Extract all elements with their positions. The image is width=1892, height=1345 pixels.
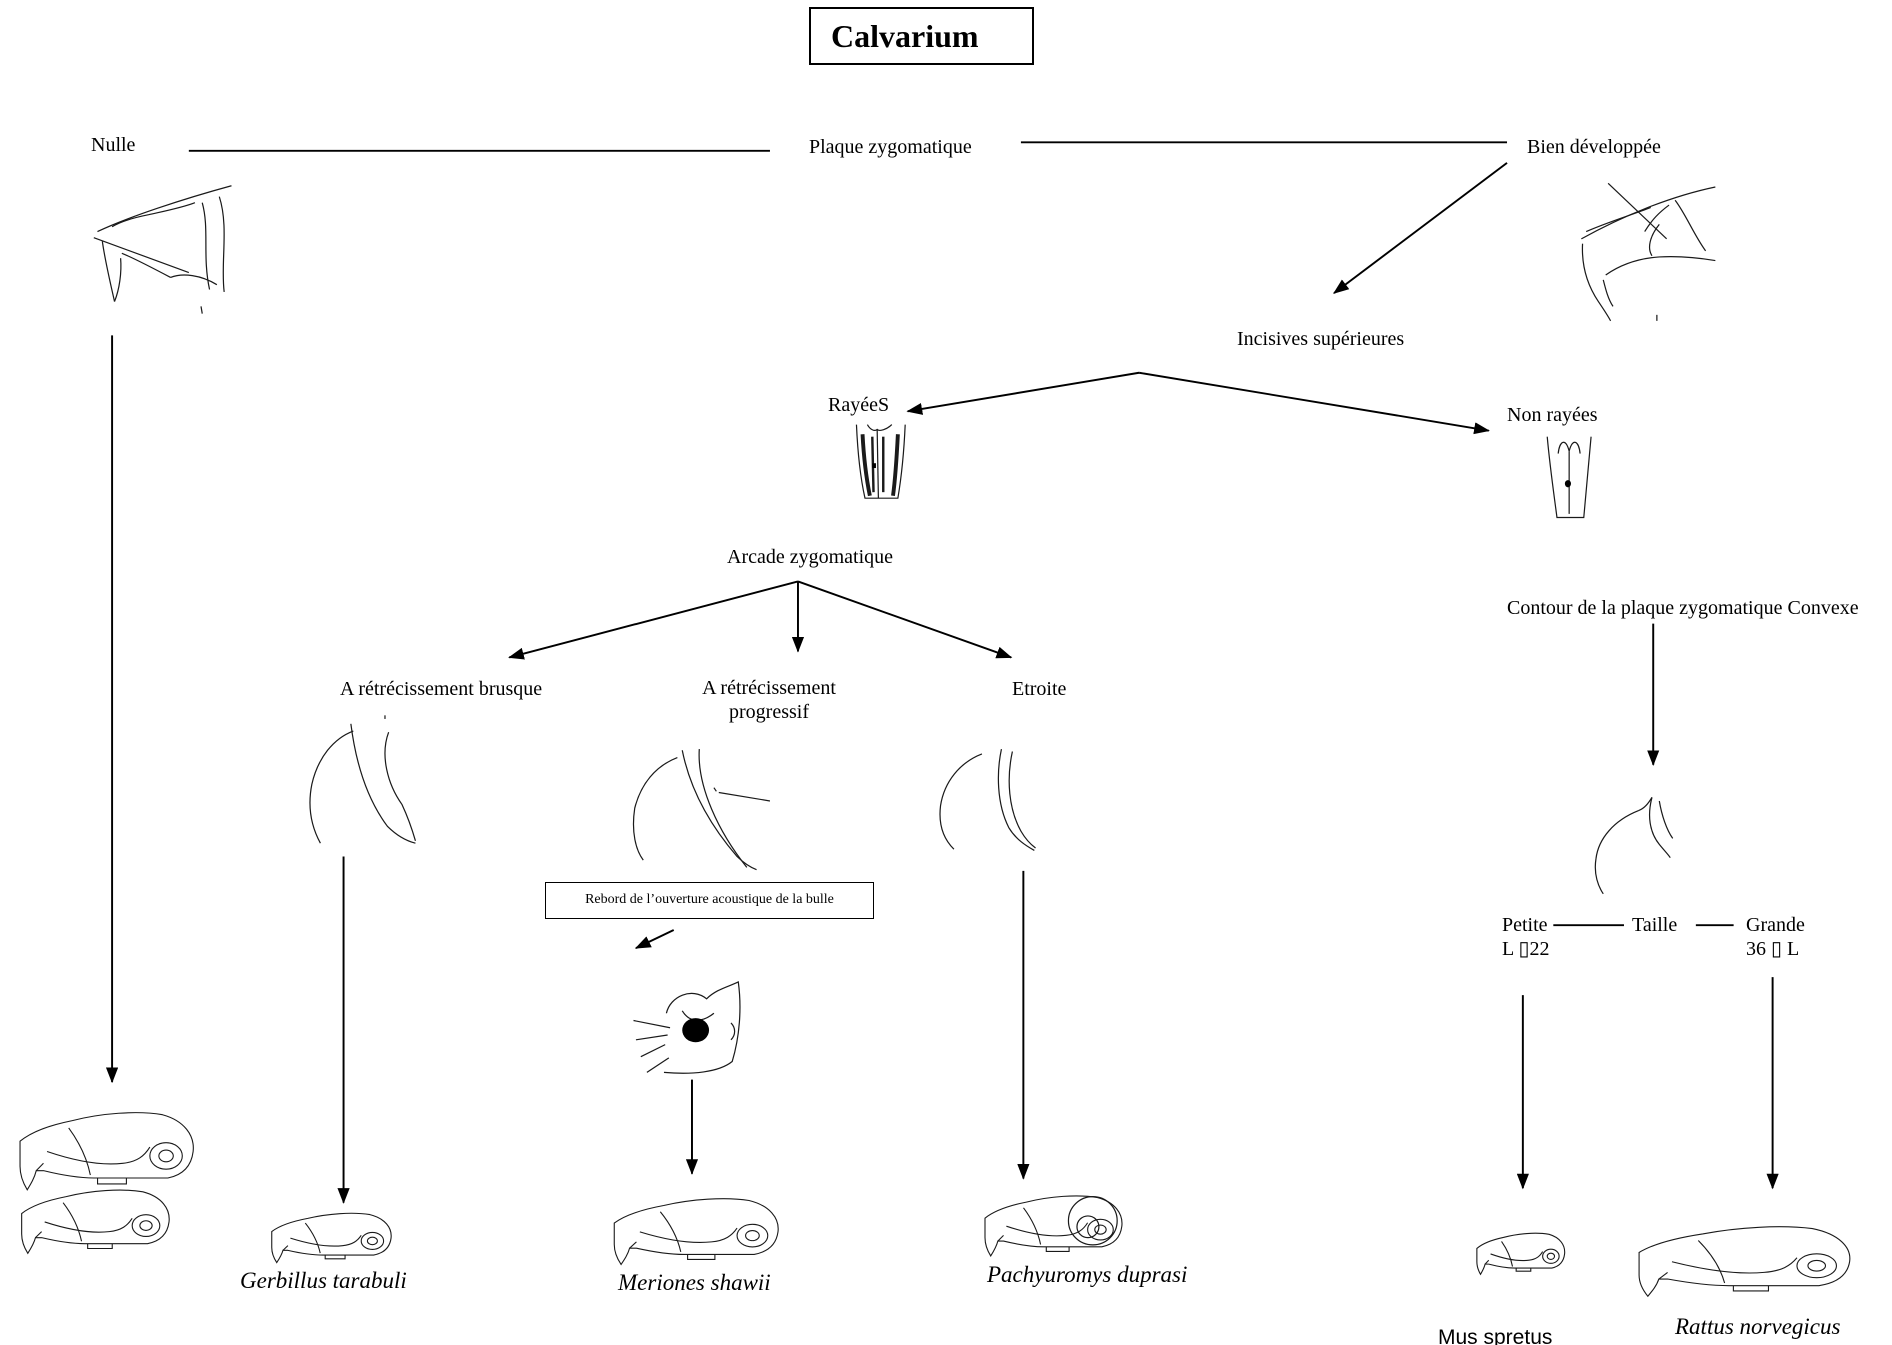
- label-petite-range: L ▯22: [1502, 938, 1550, 960]
- label-retrecissement-progressif-line2: progressif: [729, 701, 809, 723]
- species-label-meriones: Meriones shawii: [618, 1270, 771, 1295]
- skull-meriones-shawii: [613, 1197, 780, 1266]
- skull-pachyuromys-duprasi: [984, 1195, 1123, 1257]
- label-nulle: Nulle: [91, 134, 136, 156]
- arrow-to-etroite: [797, 580, 1013, 659]
- species-label-gerbillus: Gerbillus tarabuli: [240, 1268, 407, 1293]
- label-bien-developpee: Bien développée: [1527, 136, 1661, 158]
- sketch-arch-abrupt: [309, 715, 417, 844]
- sketch-zygomatic-plate-absent: [93, 185, 232, 314]
- skull-zygomatic-plate-absent-2: [20, 1189, 171, 1255]
- label-plaque-zygomatique: Plaque zygomatique: [809, 136, 972, 158]
- skull-gerbillus-tarabuli: [271, 1212, 392, 1264]
- note-box-rebord-bulle: Rebord de l’ouverture acoustique de la b…: [545, 882, 874, 919]
- arrow-to-rayees: [906, 371, 1140, 415]
- page-title: Calvarium: [831, 18, 979, 54]
- label-non-rayees: Non rayées: [1507, 404, 1598, 426]
- label-incisives-superieures: Incisives supérieures: [1237, 328, 1405, 350]
- species-label-pachyuromys: Pachyuromys duprasi: [987, 1262, 1188, 1287]
- sketch-arch-narrow: [939, 748, 1036, 851]
- sketch-incisors-grooved: [855, 424, 906, 499]
- species-label-mus: Mus spretus: [1438, 1326, 1553, 1345]
- label-retrecissement-progressif-line1: A rétrécissement: [702, 677, 836, 699]
- species-label-mus-clip: Mus spretus: [1438, 1326, 1598, 1345]
- label-grande-range: 36 ▯ L: [1746, 938, 1800, 960]
- skull-pachyuromys-bulla: [1067, 1196, 1118, 1246]
- skull-zygomatic-plate-absent-1: [19, 1111, 195, 1191]
- skull-rattus-norvegicus: [1637, 1225, 1852, 1298]
- sketch-bulla-acoustic-rim: [633, 980, 741, 1074]
- label-etroite: Etroite: [1012, 678, 1067, 700]
- sketch-plate-contour-convex: [1594, 797, 1674, 895]
- label-petite: Petite: [1502, 914, 1548, 936]
- label-retrecissement-brusque: A rétrécissement brusque: [340, 678, 543, 700]
- arrow-to-incisives: [1333, 162, 1508, 294]
- arrow-to-bulla: [634, 929, 675, 950]
- sketch-arch-progressive: [632, 749, 771, 871]
- label-taille: Taille: [1632, 914, 1678, 936]
- species-label-rattus: Rattus norvegicus: [1675, 1314, 1841, 1339]
- label-contour-plaque: Contour de la plaque zygomatique Convexe: [1507, 597, 1859, 619]
- label-retrecissement-progressif: A rétrécissement progressif: [659, 676, 879, 724]
- arrow-to-retrecissement-brusque: [508, 580, 799, 660]
- sketch-zygomatic-plate-developed: [1581, 182, 1716, 322]
- sketch-incisors-smooth: [1546, 436, 1592, 519]
- arrow-to-non-rayees: [1138, 371, 1490, 435]
- title-box: Calvarium: [809, 7, 1034, 65]
- skull-mus-spretus: [1476, 1232, 1566, 1275]
- label-arcade-zygomatique: Arcade zygomatique: [727, 546, 894, 568]
- label-rayees: RayéeS: [828, 394, 890, 416]
- label-grande: Grande: [1746, 914, 1805, 936]
